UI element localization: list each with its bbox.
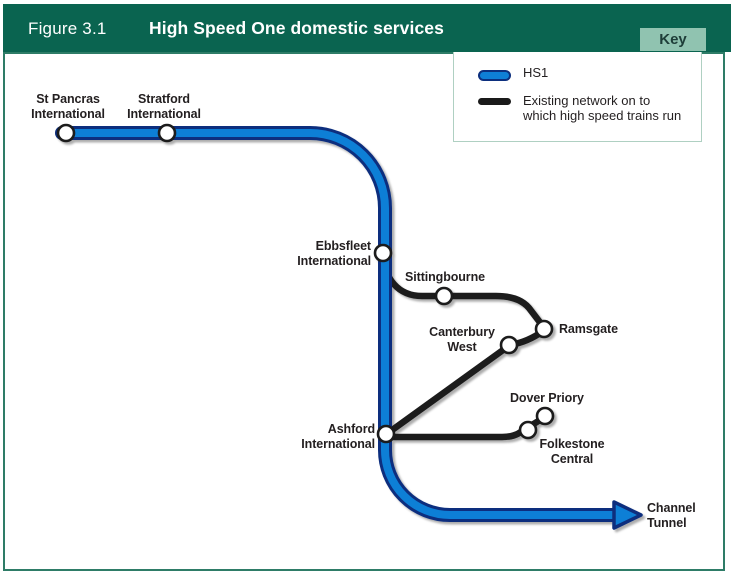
figure-number: Figure 3.1: [28, 19, 107, 38]
label-st-pancras-line1: St Pancras: [36, 92, 100, 106]
station-marker-ebbsfleet: [373, 243, 393, 263]
figure-header: Figure 3.1 High Speed One domestic servi…: [3, 4, 731, 52]
label-sittingbourne: Sittingbourne: [405, 270, 485, 284]
existing-network-legend-label: Existing network on to which high speed …: [523, 93, 681, 123]
existing-network-line-swatch: [478, 98, 511, 105]
figure-title: High Speed One domestic services: [149, 18, 444, 38]
channel-tunnel-arrow-icon: [612, 500, 643, 530]
legend-box: HS1 Existing network on to which high sp…: [453, 52, 702, 142]
label-canterbury-west-line1: Canterbury: [429, 325, 495, 339]
station-marker-ramsgate: [534, 319, 554, 339]
label-channel-tunnel-line1: Channel: [647, 501, 696, 515]
hs1-line-border: [55, 126, 623, 522]
label-channel-tunnel-line2: Tunnel: [647, 516, 686, 530]
label-stratford-line2: International: [127, 107, 201, 121]
station-markers: [56, 123, 555, 444]
station-labels: St Pancras International Stratford Inter…: [31, 92, 696, 530]
label-st-pancras-line2: International: [31, 107, 105, 121]
station-marker-ashford: [376, 424, 396, 444]
label-dover-priory: Dover Priory: [510, 391, 584, 405]
hs1-line-core: [58, 129, 620, 519]
label-ashford-line2: International: [301, 437, 375, 451]
label-ebbsfleet-line2: International: [297, 254, 371, 268]
label-stratford-line1: Stratford: [138, 92, 190, 106]
label-ebbsfleet-line1: Ebbsfleet: [316, 239, 372, 253]
label-canterbury-west-line2: West: [447, 340, 477, 354]
label-folkestone-central-line2: Central: [551, 452, 593, 466]
station-marker-folkestone-central: [518, 420, 538, 440]
station-marker-stratford: [157, 123, 177, 143]
station-marker-canterbury-west: [499, 335, 519, 355]
key-tab: Key: [640, 28, 706, 51]
label-folkestone-central-line1: Folkestone: [540, 437, 605, 451]
hs1-legend-label: HS1: [523, 65, 549, 80]
hs1-line-swatch: [478, 70, 511, 81]
existing-network-label-line1: Existing network on to: [523, 93, 651, 108]
hs1-line: [55, 126, 643, 530]
station-marker-st-pancras: [56, 123, 76, 143]
line-ebbsfleet-sittingbourne-ramsgate: [380, 252, 546, 329]
existing-network-label-line2: which high speed trains run: [523, 108, 682, 123]
station-marker-sittingbourne: [434, 286, 454, 306]
label-ramsgate: Ramsgate: [559, 322, 618, 336]
station-marker-dover-priory: [535, 406, 555, 426]
label-ashford-line1: Ashford: [328, 422, 375, 436]
